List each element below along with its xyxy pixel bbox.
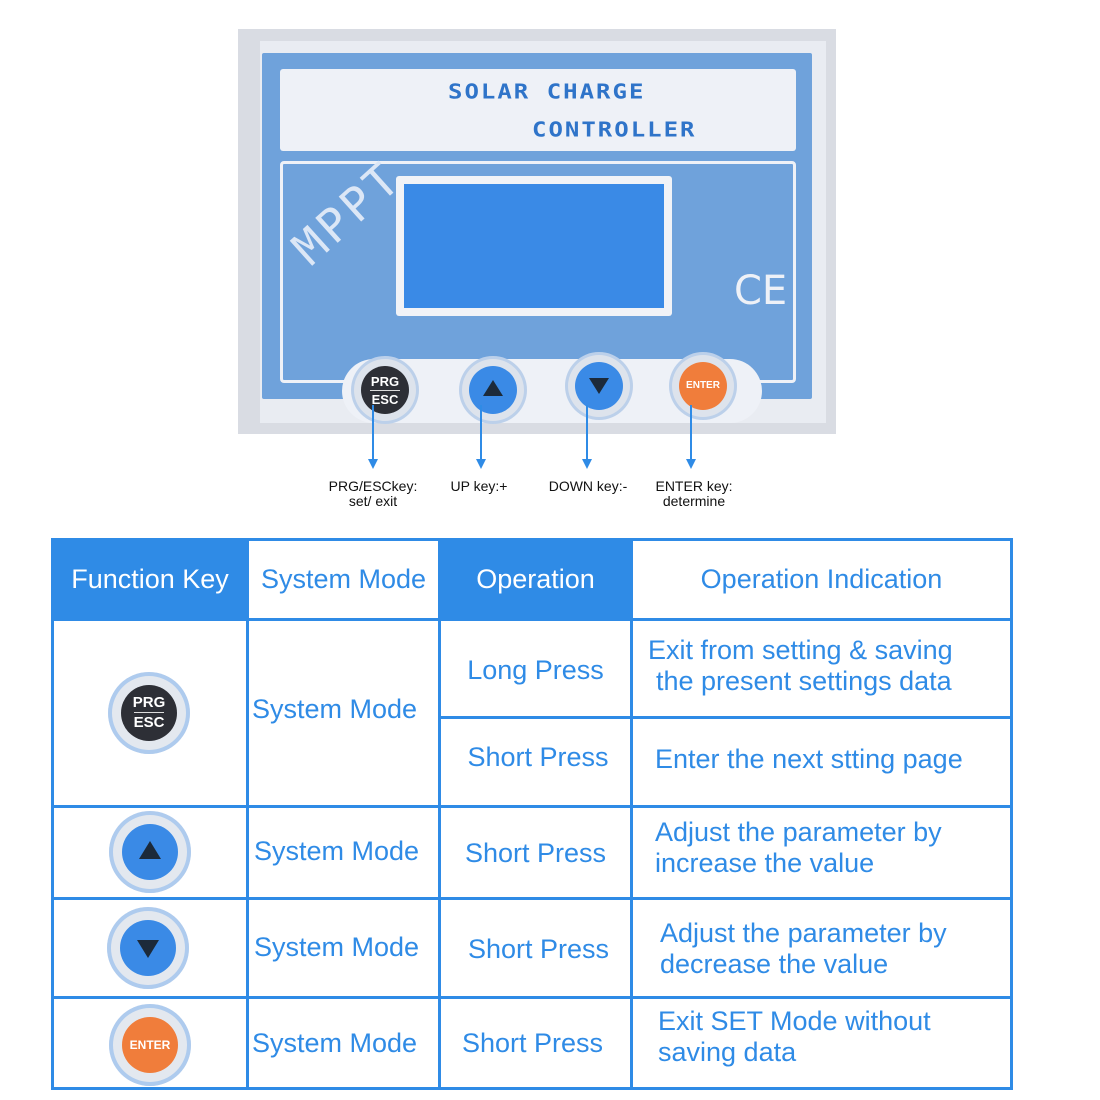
table-enter-key: ENTER [109, 1004, 191, 1086]
enter-callout-arrowhead [686, 459, 696, 469]
row-divider [438, 716, 1010, 719]
row1-indication-line2: the present settings data [656, 666, 952, 696]
up-key-icon [469, 366, 517, 414]
up-key-caption: UP key:+ [450, 478, 508, 494]
prg-caption-line1: PRG/ESCkey: [328, 478, 418, 494]
device-title-line2: CONTROLLER [532, 118, 697, 142]
enter-caption-line2: determine [662, 493, 726, 509]
esc-text: ESC [371, 392, 399, 407]
row5-indication-line1: Exit SET Mode without [658, 1006, 931, 1036]
prg-esc-key-icon: PRG ESC [361, 366, 409, 414]
function-key-table: Function Key System Mode Operation Opera… [51, 538, 1013, 1090]
row3-indication-line1: Adjust the parameter by [655, 817, 942, 847]
prg-callout-line [372, 405, 374, 461]
device-title-line1: SOLAR CHARGE [448, 80, 646, 104]
row1-operation: Long Press [467, 655, 604, 685]
enter-caption-line1: ENTER key: [655, 478, 733, 494]
row3-system-mode: System Mode [254, 836, 420, 866]
down-callout-line [586, 405, 588, 461]
table-down-key [107, 907, 189, 989]
row5-indication-line2: saving data [658, 1037, 797, 1067]
row5-system-mode: System Mode [252, 1028, 418, 1058]
prg-divider [370, 390, 400, 391]
row3-operation: Short Press [464, 838, 607, 868]
prg-callout-arrowhead [368, 459, 378, 469]
up-key[interactable] [462, 359, 524, 421]
row2-operation: Short Press [467, 742, 609, 772]
up-arrow-icon [483, 380, 503, 396]
row1-indication: Exit from setting & saving the present s… [648, 635, 953, 697]
row-divider [54, 805, 1010, 808]
up-key-icon [122, 824, 178, 880]
row4-indication-line1: Adjust the parameter by [660, 918, 947, 948]
down-key-icon [120, 920, 176, 976]
header-operation: Operation [441, 541, 630, 618]
enter-callout-line [690, 405, 692, 461]
device-face: SOLAR CHARGE CONTROLLER MPPT CE PRG ESC [260, 41, 826, 423]
down-key[interactable] [568, 355, 630, 417]
row4-indication: Adjust the parameter by decrease the val… [660, 918, 947, 980]
header-operation-indication: Operation Indication [633, 541, 1010, 618]
lcd-screen [404, 184, 664, 308]
column-divider [246, 541, 249, 1087]
row3-indication-line2: increase the value [655, 848, 875, 878]
table-up-key [109, 811, 191, 893]
column-divider [438, 541, 441, 1087]
row4-system-mode: System Mode [254, 932, 420, 962]
prg-esc-key-icon: PRG ESC [121, 685, 177, 741]
prg-caption-line2: set/ exit [348, 493, 398, 509]
down-arrow-icon [589, 378, 609, 394]
row4-operation: Short Press [467, 934, 610, 964]
row1-indication-line1: Exit from setting & saving [648, 635, 953, 665]
column-divider [630, 541, 633, 1087]
prg-esc-key[interactable]: PRG ESC [354, 359, 416, 421]
title-plate [280, 69, 796, 151]
down-callout-arrowhead [582, 459, 592, 469]
row3-indication: Adjust the parameter by increase the val… [655, 817, 942, 879]
ce-mark: CE [734, 268, 788, 314]
header-system-mode: System Mode [249, 541, 438, 618]
controller-device-photo: SOLAR CHARGE CONTROLLER MPPT CE PRG ESC [238, 29, 836, 434]
prg-text: PRG [132, 694, 166, 711]
row4-indication-line2: decrease the value [660, 949, 889, 979]
lcd-housing [396, 176, 672, 316]
up-callout-arrowhead [476, 459, 486, 469]
row-divider [54, 618, 1010, 621]
row1-system-mode: System Mode [252, 694, 418, 724]
header-function-key: Function Key [54, 541, 246, 618]
table-prg-esc-key: PRG ESC [108, 672, 190, 754]
row2-indication: Enter the next stting page [655, 744, 963, 774]
row-divider [54, 996, 1010, 999]
row5-indication: Exit SET Mode without saving data [658, 1006, 931, 1068]
prg-text: PRG [370, 374, 400, 389]
enter-key[interactable]: ENTER [672, 355, 734, 417]
esc-text: ESC [133, 714, 165, 731]
row5-operation: Short Press [461, 1028, 604, 1058]
row-divider [54, 897, 1010, 900]
enter-key-icon: ENTER [679, 362, 727, 410]
device-bezel: SOLAR CHARGE CONTROLLER MPPT CE PRG ESC [262, 53, 812, 423]
enter-key-caption: ENTER key: determine [642, 479, 746, 509]
down-key-icon [575, 362, 623, 410]
enter-key-icon: ENTER [122, 1017, 178, 1073]
up-arrow-icon [139, 841, 161, 859]
prg-divider [134, 712, 164, 713]
down-arrow-icon [137, 940, 159, 958]
up-callout-line [480, 405, 482, 461]
down-key-caption: DOWN key:- [548, 478, 628, 494]
prg-key-caption: PRG/ESCkey: set/ exit [316, 479, 430, 509]
